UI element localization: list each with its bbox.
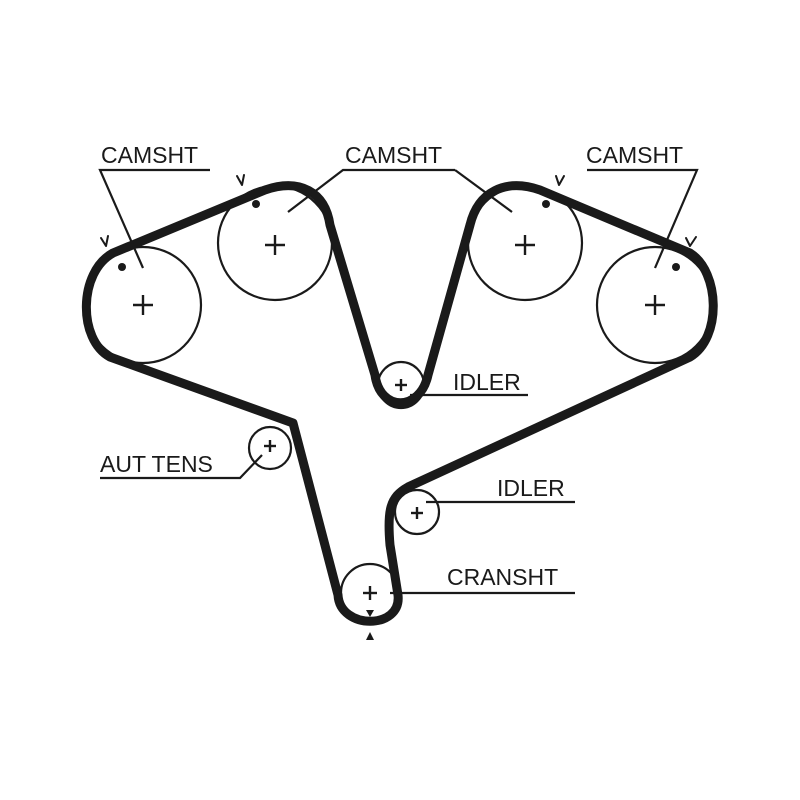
leader-camshaft-far-right — [587, 168, 699, 269]
crankshaft-timing-arrow-lower — [366, 632, 374, 640]
pulley-centers — [133, 235, 665, 600]
center-cross-camshaft-far-right — [645, 295, 665, 315]
timing-dot-camshaft-inner-left — [252, 200, 260, 208]
center-cross-auto-tensioner — [264, 440, 276, 452]
center-cross-crankshaft — [363, 586, 377, 600]
labels: CAMSHT CAMSHT CAMSHT IDLER AUT TENS IDLE… — [100, 142, 683, 590]
center-cross-camshaft-inner-right — [515, 235, 535, 255]
leader-auto-tensioner — [100, 454, 263, 480]
timing-belt — [81, 181, 718, 626]
leader-camshaft-center-right — [454, 169, 513, 213]
timing-dot-camshaft-inner-right — [542, 200, 550, 208]
belt-left-loop — [81, 181, 718, 626]
timing-tick-camshaft-far-left — [100, 235, 109, 247]
label-idler-upper: IDLER — [453, 369, 521, 395]
timing-tick-camshaft-far-right — [685, 236, 697, 247]
leader-camshaft-center-left — [287, 168, 455, 213]
label-auto-tensioner: AUT TENS — [100, 451, 213, 477]
timing-mark-dots — [118, 200, 680, 271]
leader-camshaft-far-left — [98, 168, 210, 269]
label-camshaft-left: CAMSHT — [101, 142, 198, 168]
label-idler-lower: IDLER — [497, 475, 565, 501]
crankshaft-timing-arrow-upper — [366, 610, 374, 617]
timing-tick-camshaft-inner-right — [555, 175, 565, 186]
center-cross-camshaft-far-left — [133, 295, 153, 315]
label-crankshaft: CRANSHT — [447, 564, 558, 590]
center-cross-idler-lower — [411, 507, 423, 519]
timing-dot-camshaft-far-left — [118, 263, 126, 271]
leader-lines — [98, 168, 699, 595]
timing-mark-ticks — [100, 174, 697, 640]
center-cross-camshaft-inner-left — [265, 235, 285, 255]
center-cross-idler-upper — [395, 379, 407, 391]
label-camshaft-center: CAMSHT — [345, 142, 442, 168]
label-camshaft-right: CAMSHT — [586, 142, 683, 168]
timing-tick-camshaft-inner-left — [236, 174, 245, 186]
timing-dot-camshaft-far-right — [672, 263, 680, 271]
